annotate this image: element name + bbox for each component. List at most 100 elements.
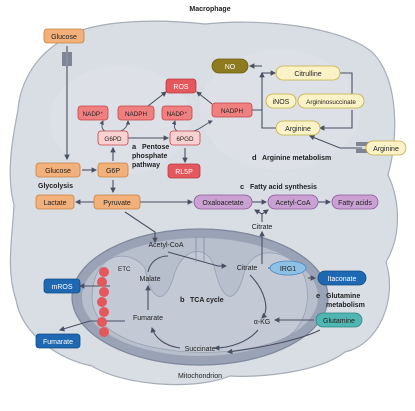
tca-label: TCA cycle (190, 297, 224, 304)
tca-letter: b (180, 295, 185, 304)
node-g6p-label: G6P (106, 168, 120, 175)
node-lactate-label: Lactate (44, 200, 67, 207)
arc-malate (147, 255, 169, 273)
node-nadph-1 (117, 105, 155, 121)
node-fumarate-extracellular (35, 333, 81, 349)
node-g6pd-label: G6PD (104, 136, 122, 143)
node-citrulline-label: Citrulline (294, 71, 321, 78)
node-glucose (35, 162, 81, 178)
node-itaconate (317, 270, 367, 286)
node-nadp-1-label: NADP⁺ (83, 111, 104, 118)
glucose-transporter-icon (62, 52, 72, 66)
node-rl5p-label: RL5P (175, 169, 193, 176)
gln-label-1: Glutamine (326, 293, 360, 300)
node-argininosuccinate-label: Argininosuccinate (306, 99, 356, 106)
node-argininosuccinate (297, 93, 365, 109)
arrow-succinate-fumarate (150, 326, 181, 349)
arrow-fumarate-export (58, 320, 125, 332)
etc-complex (99, 327, 109, 337)
node-pyruvate-label: Pyruvate (103, 200, 131, 207)
node-arginine-label: Arginine (285, 126, 311, 133)
node-pyruvate (93, 194, 141, 210)
node-itaconate-label: Itaconate (328, 276, 357, 283)
node-inos-label: iNOS (273, 99, 290, 106)
etc-complex (97, 277, 107, 287)
node-glucose-extracellular (43, 28, 85, 44)
node-oxaloacetate (193, 194, 253, 210)
node-no (211, 58, 249, 74)
node-nadp-1 (77, 105, 109, 121)
arg-label: Arginine metabolism (262, 155, 331, 162)
node-mros-label: mROS (52, 284, 73, 291)
node-citrulline (275, 65, 341, 81)
ppp-label-3: pathway (132, 162, 160, 169)
gln-label-2: metabolism (326, 302, 365, 309)
arrow-pyruvate-acetylcoa (124, 211, 158, 244)
arrow-akg-succinate (213, 329, 259, 351)
node-fatty-acids (331, 194, 379, 210)
node-succinate: Succinate (185, 346, 216, 353)
arrow-nadph-ros (147, 91, 167, 107)
arginine-transporter-icon (356, 142, 370, 153)
node-nadp-2-label: NADP⁺ (167, 111, 188, 118)
node-mros (43, 278, 81, 294)
node-arginine-extracellular-label: Arginine (373, 146, 399, 153)
node-arginine (275, 120, 321, 136)
node-akg: α-KG (254, 319, 271, 326)
node-nadph-1-label: NADPH (125, 111, 147, 118)
node-no-label: NO (225, 64, 236, 71)
arrow-nadph-ros-2 (196, 91, 213, 105)
node-lactate (35, 194, 75, 210)
node-rl5p (167, 163, 201, 179)
arrow-argininosuccinate-arginine (318, 110, 353, 131)
ppp-label-1: Pentose (142, 144, 169, 151)
etc-complex (97, 297, 107, 307)
node-nadph-2-label: NADPH (221, 108, 243, 115)
node-g6pd (97, 130, 129, 146)
arrow-arginine-cycle (261, 110, 278, 129)
etc-complex (97, 317, 107, 327)
node-fumarate-mito: Fumarate (133, 315, 163, 322)
node-glutamine (315, 312, 363, 328)
node-g6p (97, 162, 129, 178)
arrow-citrate-acetylcoa (261, 209, 269, 215)
ppp-label-2: phosphate (132, 153, 167, 160)
node-ros-label: ROS (173, 84, 189, 91)
gln-letter: e (316, 291, 320, 300)
node-malate: Malate (139, 276, 160, 283)
node-arginine-extracellular (365, 140, 407, 156)
node-acetyl-coa-cytosolic-label: Acetyl-CoA (275, 200, 310, 207)
page-title: Macrophage (189, 6, 230, 13)
node-ros (165, 78, 197, 94)
arrow-arginine-uptake (308, 135, 362, 149)
fas-letter: c (240, 182, 244, 191)
arg-letter: d (252, 153, 257, 162)
node-6pgd (169, 130, 201, 146)
etc-label: ETC (118, 266, 131, 273)
etc-complex (99, 307, 109, 317)
arrow-citrate-akg (249, 274, 268, 319)
node-irg1-label: IRG1 (280, 266, 296, 273)
etc-complex (99, 267, 109, 277)
node-6pgd-label: 6PGD (176, 136, 194, 143)
node-inos (265, 93, 297, 109)
mitochondrion-label: Mitochondrion (178, 373, 222, 380)
node-citrate-mito: Citrate (237, 265, 258, 272)
node-glucose-label: Glucose (45, 168, 71, 175)
node-irg1 (269, 260, 307, 276)
node-oxaloacetate-label: Oxaloacetate (202, 200, 243, 207)
etc-complexes (97, 267, 109, 337)
node-acetyl-coa-mito: Acetyl-CoA (148, 242, 183, 249)
node-fatty-acids-label: Fatty acids (338, 200, 372, 207)
fas-label: Fatty acid synthesis (250, 184, 317, 191)
etc-complex (99, 287, 109, 297)
mito-channel (195, 236, 205, 262)
arrow-glutamine-succinate (226, 329, 321, 355)
node-fumarate-extracellular-label: Fumarate (43, 339, 73, 346)
arrow-acetylcoa-citrate (167, 251, 228, 269)
glycolysis-label: Glycolysis (38, 183, 73, 190)
node-glutamine-label: Glutamine (323, 318, 355, 325)
node-citrate-cytosolic: Citrate (252, 224, 273, 231)
